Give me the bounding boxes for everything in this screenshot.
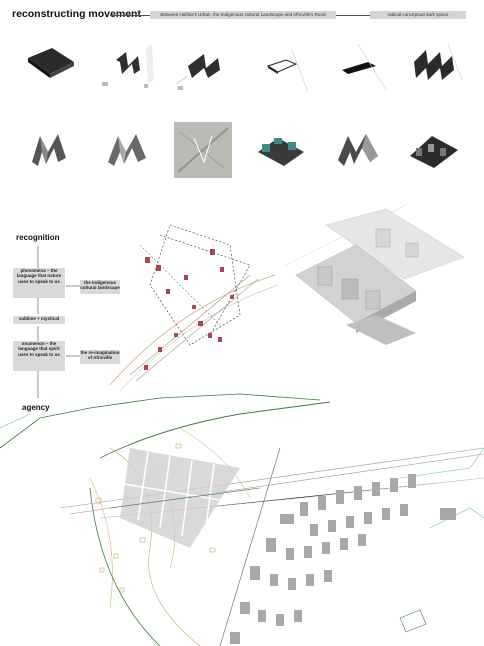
thumbnail-slab-filled: [328, 40, 386, 96]
page-title: reconstructing movement: [12, 8, 141, 20]
indigenous-box: the Indigenous cultural landscape: [80, 280, 120, 294]
recognition-heading: recognition: [16, 233, 60, 242]
site-plan-map: [0, 393, 484, 646]
thumbnail-dark-slab: [22, 40, 80, 96]
thumbnail-m-shape-2: [174, 40, 232, 96]
agency-heading: agency: [22, 403, 50, 412]
thumbnail-shaded-m-1: [22, 122, 80, 178]
rendered-massing-model: [286, 205, 465, 345]
thumbnail-zigzag: [404, 40, 462, 96]
thumbnail-shaded-m-2: [98, 122, 156, 178]
concept-flow-lines: [37, 246, 80, 398]
site-axonometric-diagram: [109, 224, 279, 392]
thumbnail-slab-outline: [252, 40, 310, 96]
africville-box: the re-imagination of Africville: [80, 350, 120, 364]
thumbnail-shaded-m-3: [328, 122, 386, 178]
thumbnail-teal-cluster: [252, 122, 310, 178]
phenomena-box: phenomena – the language that nature use…: [13, 268, 65, 298]
thumbnail-cluster: [404, 122, 462, 178]
sublime-box: sublime + mystical: [13, 316, 65, 324]
concept-tag: radical conceptual dark space: [370, 11, 466, 19]
thumbnail-site-photo: [174, 122, 232, 178]
noumenon-box: noumenon – the language that spirit uses…: [13, 341, 65, 371]
thumbnail-m-shape-1: [98, 40, 156, 96]
subtitle-tag: Between Halifax's Urban, the Indigenous …: [150, 11, 336, 19]
